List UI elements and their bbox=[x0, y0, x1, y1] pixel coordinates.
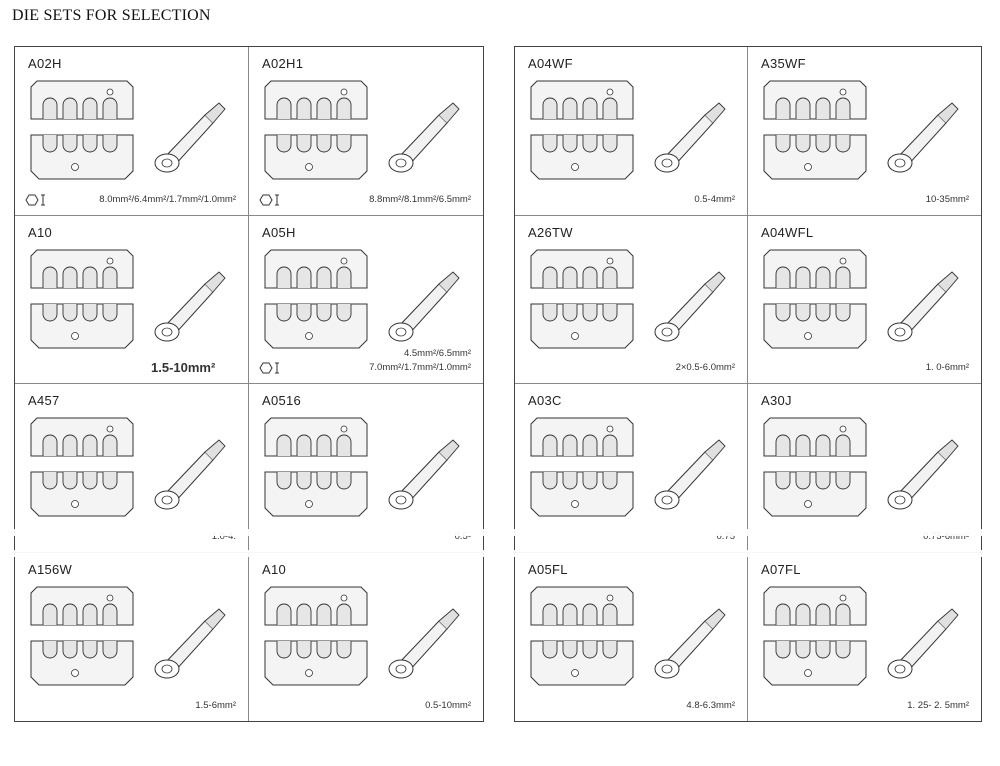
crimp-range: 1.0-4. bbox=[211, 530, 236, 542]
die-code: A10 bbox=[28, 224, 53, 240]
die-cell: A30J 0.75-6mm² bbox=[748, 384, 981, 553]
left-die-panel: A02H 8.0mm²/6.4mm²/1.7mm²/1.0mm² A02H1 8.8m… bbox=[14, 46, 484, 722]
page-title: DIE SETS FOR SELECTION bbox=[12, 7, 211, 24]
die-code: A04WF bbox=[528, 56, 573, 71]
hex-tool-icon bbox=[259, 194, 279, 205]
crimp-range: 0.5-10mm² bbox=[425, 700, 471, 711]
crimp-range: 1. 25- 2. 5mm² bbox=[907, 700, 969, 711]
die-set-drawing bbox=[30, 80, 226, 180]
crimp-range: 0.5-4mm² bbox=[694, 193, 735, 205]
die-set-drawing bbox=[30, 417, 226, 517]
crimp-range: 2×0.5-6.0mm² bbox=[675, 362, 735, 373]
crimp-range: 0.75-6mm² bbox=[923, 530, 969, 542]
die-code: A156W bbox=[28, 561, 73, 577]
hex-tool-icon bbox=[259, 362, 279, 374]
die-cell: A07FL 1. 25- 2. 5mm² bbox=[748, 553, 981, 722]
crimp-range: 10-35mm² bbox=[925, 193, 969, 205]
die-set-drawing bbox=[30, 586, 226, 685]
die-set-drawing bbox=[264, 417, 460, 517]
die-cell: A02H 8.0mm²/6.4mm²/1.7mm²/1.0mm² bbox=[15, 47, 249, 216]
die-cell: A0516 0.5- bbox=[249, 384, 483, 553]
die-set-drawing bbox=[530, 586, 726, 685]
die-cell: A156W 1.5-6mm² bbox=[15, 552, 249, 721]
die-cell: A26TW 2×0.5-6.0mm² bbox=[515, 215, 748, 384]
die-code: A05H bbox=[262, 224, 296, 240]
die-cell: A05FL 4.8-6.3mm² bbox=[515, 552, 748, 721]
left-die-grid: A02H 8.0mm²/6.4mm²/1.7mm²/1.0mm² A02H1 8.8m… bbox=[15, 47, 483, 721]
die-code: A05FL bbox=[528, 561, 568, 577]
watermark-stripe bbox=[0, 529, 1000, 536]
watermark-stripe bbox=[0, 550, 1000, 557]
die-set-drawing bbox=[264, 80, 460, 180]
crimp-range: 1.5-6mm² bbox=[195, 700, 236, 711]
die-set-drawing bbox=[264, 249, 460, 348]
die-set-drawing bbox=[763, 249, 959, 348]
die-cell: A10 0.5-10mm² bbox=[249, 553, 483, 722]
die-set-drawing bbox=[264, 586, 460, 685]
die-set-drawing bbox=[530, 80, 726, 180]
die-code: A26TW bbox=[528, 224, 573, 240]
crimp-range: 0.75 bbox=[716, 530, 736, 542]
die-set-drawing bbox=[530, 249, 726, 348]
die-code: A30J bbox=[761, 393, 792, 408]
crimp-range: 8.0mm²/6.4mm²/1.7mm²/1.0mm² bbox=[99, 193, 236, 205]
die-set-drawing bbox=[530, 417, 726, 517]
die-cell: A03C 0.75 bbox=[515, 384, 748, 553]
die-set-drawing bbox=[30, 249, 226, 348]
die-code: A03C bbox=[528, 393, 562, 408]
crimp-range: 0.5- bbox=[454, 530, 471, 542]
die-code: A35WF bbox=[761, 56, 806, 71]
die-cell: A10 1.5-10mm² bbox=[15, 215, 249, 384]
crimp-range: 1. 0-6mm² bbox=[925, 362, 969, 373]
crimp-range: 8.8mm²/8.1mm²/6.5mm² bbox=[369, 193, 471, 205]
die-code: A02H1 bbox=[262, 56, 304, 71]
die-set-drawing bbox=[763, 417, 959, 517]
die-set-drawing bbox=[763, 80, 959, 180]
die-cell: A04WF 0.5-4mm² bbox=[515, 47, 748, 216]
hex-tool-icon bbox=[25, 194, 45, 205]
die-cell: A35WF 10-35mm² bbox=[748, 47, 981, 216]
die-set-drawing bbox=[763, 586, 959, 685]
die-code: A07FL bbox=[761, 561, 801, 577]
die-cell: A457 1.0-4. bbox=[15, 384, 249, 553]
die-code: A10 bbox=[262, 561, 287, 577]
crimp-range: 4.8-6.3mm² bbox=[686, 700, 735, 711]
die-code: A0516 bbox=[262, 393, 302, 408]
die-code: A457 bbox=[28, 393, 60, 408]
right-die-panel: A04WF 0.5-4mm² A35WF 10-35mm² A26TW 2×0.5-6.0… bbox=[514, 46, 982, 722]
die-cell: A05H 7.0mm²/1.7mm²/1.0mm² 4.5mm²/6.5mm² bbox=[249, 216, 483, 384]
die-code: A02H bbox=[28, 56, 62, 71]
die-code: A04WFL bbox=[761, 224, 814, 240]
crimp-range: 1.5-10mm² bbox=[151, 360, 216, 375]
crimp-range: 7.0mm²/1.7mm²/1.0mm² bbox=[369, 362, 471, 373]
die-cell: A04WFL 1. 0-6mm² bbox=[748, 216, 981, 384]
crimp-range-secondary: 4.5mm²/6.5mm² bbox=[403, 348, 471, 359]
die-cell: A02H1 8.8mm²/8.1mm²/6.5mm² bbox=[249, 47, 483, 216]
right-die-grid: A04WF 0.5-4mm² A35WF 10-35mm² A26TW 2×0.5-6.0… bbox=[515, 47, 981, 721]
